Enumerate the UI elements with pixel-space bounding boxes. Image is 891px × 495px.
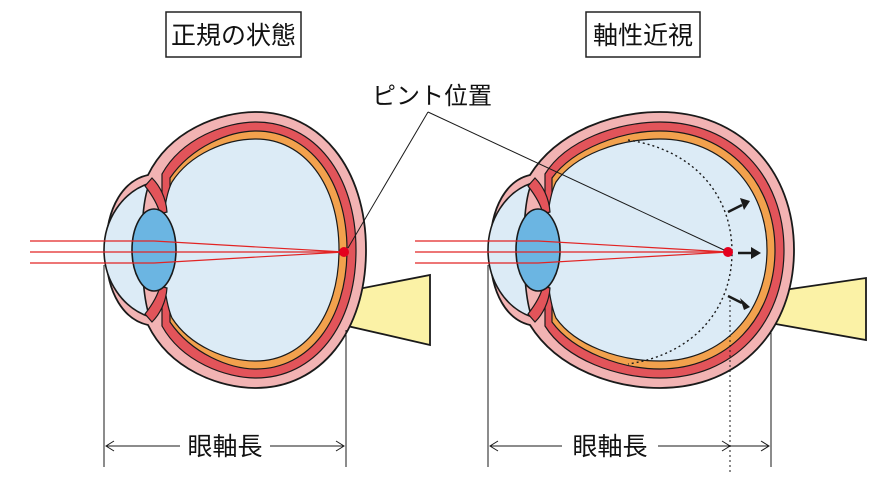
elongation-arrows: [727, 198, 761, 310]
vitreous-left: [161, 138, 340, 362]
iris-top-right: [527, 177, 551, 215]
iris-bottom-right: [527, 285, 551, 323]
title-myopia: 軸性近視: [585, 11, 701, 58]
axial-arrow-right: [489, 440, 770, 452]
vitreous-right: [545, 138, 768, 362]
normal-eye: [30, 111, 431, 389]
light-rays-right: [415, 240, 729, 264]
focus-leader-lines: [347, 111, 725, 251]
focus-dot-right: [723, 247, 733, 257]
axial-length-label-left: 眼軸長: [187, 432, 262, 461]
title-myopia-text: 軸性近視: [593, 21, 693, 50]
light-rays-left: [30, 240, 345, 264]
axial-length-guides: [103, 265, 772, 472]
axial-length-label-right: 眼軸長: [572, 432, 647, 461]
focus-dot-left: [339, 247, 349, 257]
iris-top-left: [144, 177, 168, 215]
lens-right: [515, 208, 561, 292]
lens-left: [131, 208, 177, 292]
focus-position-label: ピント位置: [372, 82, 492, 110]
normal-retina-outline: [627, 139, 733, 365]
title-normal: 正規の状態: [165, 11, 302, 58]
iris-bottom-left: [144, 285, 168, 323]
axial-arrow-left: [105, 440, 345, 452]
myopia-eye: [415, 111, 867, 389]
title-normal-text: 正規の状態: [171, 21, 296, 50]
